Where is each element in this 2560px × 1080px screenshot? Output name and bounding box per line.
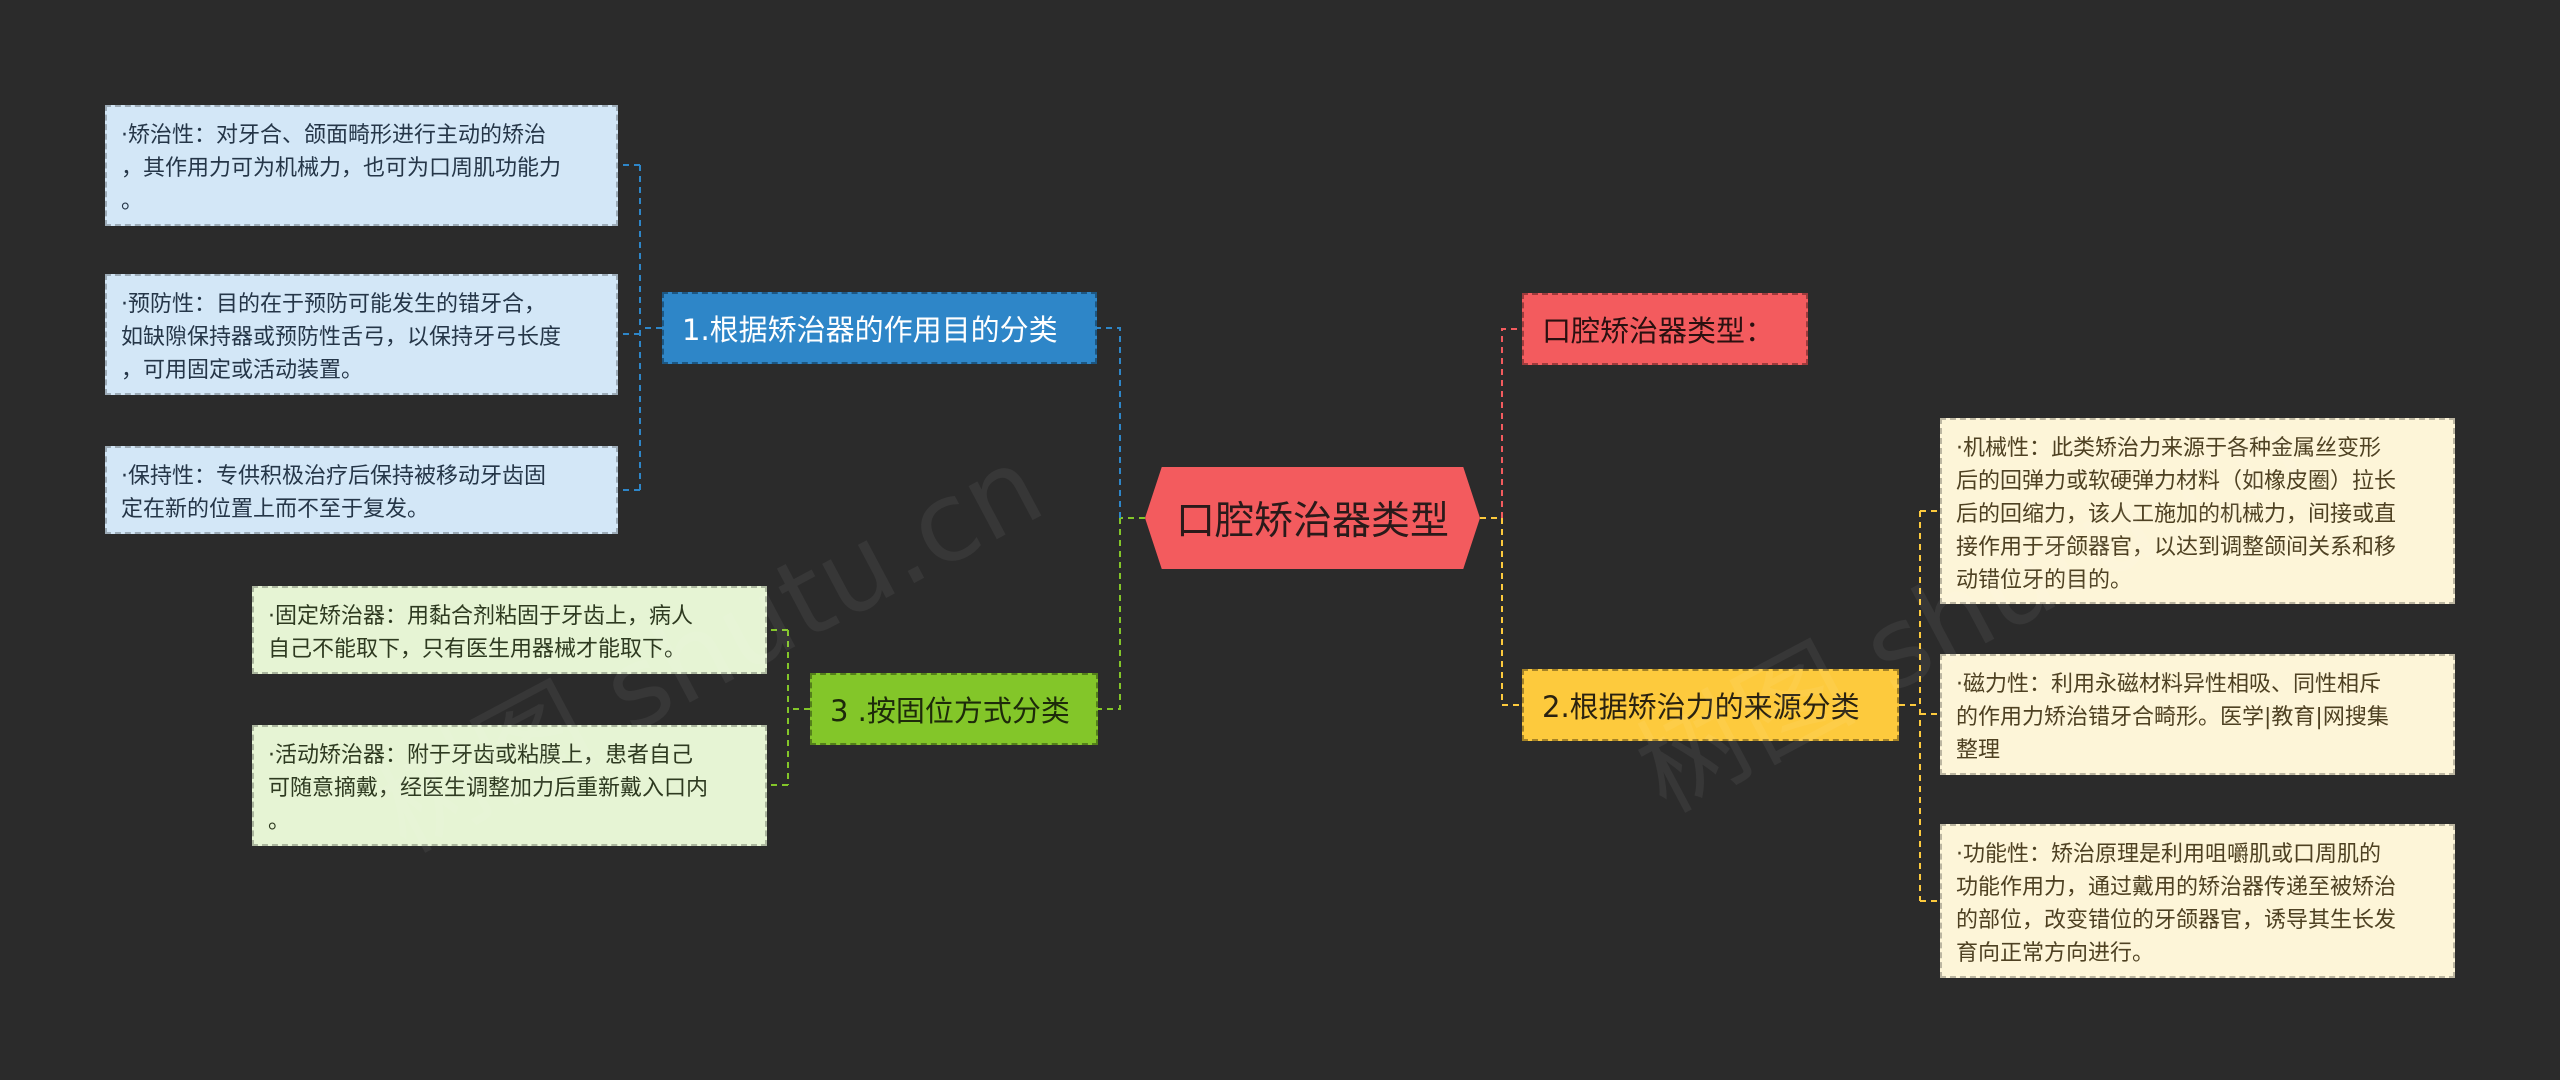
leaf-magnetic[interactable]: ·磁力性：利用永磁材料异性相吸、同性相斥 的作用力矫治错牙合畸形。医学|教育|网… [1940, 654, 2455, 775]
leaf-line: ·保持性：专供积极治疗后保持被移动牙齿固 [121, 464, 546, 489]
leaf-line: 接作用于牙颌器官，以达到调整颌间关系和移 [1956, 535, 2397, 560]
leaf-line: 育向正常方向进行。 [1956, 941, 2155, 966]
leaf-line: 动错位牙的目的。 [1956, 568, 2133, 593]
leaf-fixed-appliance[interactable]: ·固定矫治器：用黏合剂粘固于牙齿上，病人 自己不能取下，只有医生用器械才能取下。 [252, 586, 767, 674]
leaf-line: 的作用力矫治错牙合畸形。医学|教育|网搜集 [1956, 705, 2389, 730]
connector-green-leaves [767, 629, 810, 786]
branch-purpose-label: 1.根据矫治器的作用目的分类 [682, 313, 1058, 347]
leaf-line: ·预防性：目的在于预防可能发生的错牙合， [121, 292, 546, 317]
branch-fixation[interactable]: 3 .按固位方式分类 [810, 673, 1098, 745]
leaf-line: ·机械性：此类矫治力来源于各种金属丝变形 [1956, 436, 2381, 461]
leaf-line: 的部位，改变错位的牙颌器官，诱导其生长发 [1956, 908, 2397, 933]
leaf-line: 可随意摘戴，经医生调整加力后重新戴入口内 [268, 776, 709, 801]
leaf-preventive[interactable]: ·预防性：目的在于预防可能发生的错牙合， 如缺隙保持器或预防性舌弓，以保持牙弓长… [105, 274, 618, 395]
branch-force[interactable]: 2.根据矫治力的来源分类 [1522, 669, 1899, 741]
branch-purpose[interactable]: 1.根据矫治器的作用目的分类 [662, 292, 1097, 364]
leaf-line: ·矫治性：对牙合、颌面畸形进行主动的矫治 [121, 123, 546, 148]
leaf-line: 功能作用力，通过戴用的矫治器传递至被矫治 [1956, 875, 2397, 900]
connector-yellow-leaves [1899, 510, 1940, 902]
connector-center-blue [1097, 327, 1121, 518]
branch-types-label: 口腔矫治器类型： [1542, 314, 1775, 348]
leaf-line: 自己不能取下，只有医生用器械才能取下。 [268, 637, 687, 662]
leaf-line: 定在新的位置上而不至于复发。 [121, 497, 430, 522]
leaf-mechanical[interactable]: ·机械性：此类矫治力来源于各种金属丝变形 后的回弹力或软硬弹力材料（如橡皮圈）拉… [1940, 418, 2455, 604]
leaf-retentive[interactable]: ·保持性：专供积极治疗后保持被移动牙齿固 定在新的位置上而不至于复发。 [105, 446, 618, 534]
connector-center-green [1098, 518, 1121, 710]
central-topic[interactable]: 口腔矫治器类型 [1145, 467, 1480, 569]
leaf-line: 后的回缩力，该人工施加的机械力，间接或直 [1956, 502, 2397, 527]
leaf-line: ·活动矫治器：附于牙齿或粘膜上，患者自己 [268, 743, 693, 768]
leaf-line: 如缺隙保持器或预防性舌弓，以保持牙弓长度 [121, 325, 562, 350]
leaf-line: 。 [121, 189, 144, 214]
branch-fixation-label: 3 .按固位方式分类 [830, 694, 1070, 728]
leaf-line: 整理 [1956, 738, 2001, 763]
connector-blue-leaves [618, 164, 662, 491]
branch-types[interactable]: 口腔矫治器类型： [1522, 293, 1808, 365]
connector-center-yellow [1501, 518, 1522, 706]
leaf-line: ，可用固定或活动装置。 [121, 358, 364, 383]
leaf-line: ·固定矫治器：用黏合剂粘固于牙齿上，病人 [268, 604, 693, 629]
leaf-line: ·磁力性：利用永磁材料异性相吸、同性相斥 [1956, 672, 2381, 697]
central-topic-label: 口腔矫治器类型 [1175, 499, 1449, 544]
leaf-functional[interactable]: ·功能性：矫治原理是利用咀嚼肌或口周肌的 功能作用力，通过戴用的矫治器传递至被矫… [1940, 824, 2455, 978]
leaf-corrective[interactable]: ·矫治性：对牙合、颌面畸形进行主动的矫治 ，其作用力可为机械力，也可为口周肌功能… [105, 105, 618, 226]
leaf-line: ·功能性：矫治原理是利用咀嚼肌或口周肌的 [1956, 842, 2381, 867]
leaf-line: 。 [268, 809, 291, 834]
leaf-line: ，其作用力可为机械力，也可为口周肌功能力 [121, 156, 562, 181]
connector-center-red [1501, 328, 1522, 518]
leaf-removable-appliance[interactable]: ·活动矫治器：附于牙齿或粘膜上，患者自己 可随意摘戴，经医生调整加力后重新戴入口… [252, 725, 767, 846]
branch-force-label: 2.根据矫治力的来源分类 [1542, 690, 1860, 724]
leaf-line: 后的回弹力或软硬弹力材料（如橡皮圈）拉长 [1956, 469, 2397, 494]
